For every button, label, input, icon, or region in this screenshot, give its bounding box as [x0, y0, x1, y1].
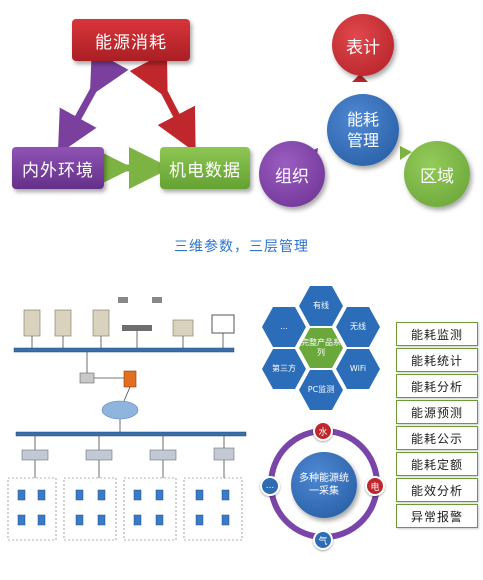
function-item: 能耗定额	[396, 452, 478, 476]
function-item: 能耗分析	[396, 374, 478, 398]
caption: 三维参数，三层管理	[174, 239, 309, 255]
node-gas: 气	[313, 530, 333, 550]
arrow-top-left	[57, 49, 129, 155]
triangle-arrows	[57, 49, 196, 189]
energy-management-label: 能耗 管理	[346, 110, 379, 150]
circle-region: 区域	[404, 141, 470, 207]
box-environment: 内外环境	[12, 147, 104, 189]
circle-organization: 组织	[259, 141, 325, 207]
hex-wired: 有线	[299, 286, 343, 326]
box-mechanical-data: 机电数据	[160, 147, 250, 189]
hex-wireless: 无线	[336, 307, 380, 347]
arrow-top-right	[129, 51, 196, 153]
function-item: 能耗公示	[396, 426, 478, 450]
hex-third-party: 第三方	[262, 349, 306, 389]
function-item: 能耗统计	[396, 348, 478, 372]
cycle-arrows	[303, 74, 412, 162]
box-energy-consumption: 能源消耗	[72, 19, 190, 61]
circle-meter: 表计	[332, 14, 394, 76]
function-item: 能源预测	[396, 400, 478, 424]
hex-wifi: WiFi	[336, 349, 380, 389]
hexagon-cluster: 有线 ... 无线 完整产品系列 第三方 WiFi PC监测	[256, 286, 386, 416]
network-topology	[7, 297, 247, 541]
circle-collection-center: 多种能源统一采集	[291, 452, 357, 518]
node-more: ...	[260, 476, 280, 496]
function-item: 能效分析	[396, 478, 478, 502]
circle-energy-management: 能耗 管理	[327, 94, 399, 166]
node-electricity: 电	[365, 476, 385, 496]
hex-product-series: 完整产品系列	[299, 328, 343, 368]
hex-pc-monitoring: PC监测	[299, 370, 343, 410]
function-item: 异常报警	[396, 504, 478, 528]
node-water: 水	[313, 421, 333, 441]
function-item: 能耗监测	[396, 322, 478, 346]
hex-more: ...	[262, 307, 306, 347]
